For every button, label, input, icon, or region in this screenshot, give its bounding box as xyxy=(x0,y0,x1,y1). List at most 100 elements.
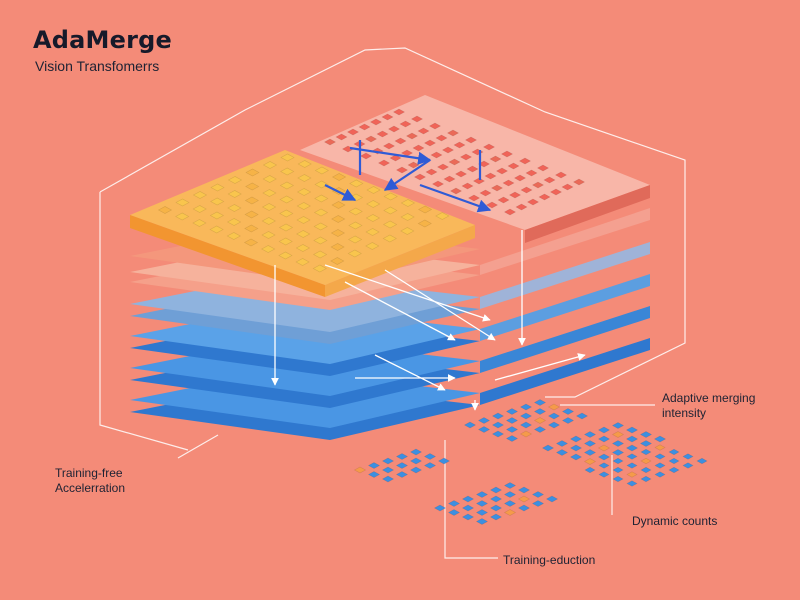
merged-token xyxy=(569,435,583,443)
merged-token xyxy=(533,426,547,433)
merged-token xyxy=(489,513,503,521)
merged-token xyxy=(668,448,680,456)
red-token xyxy=(454,170,468,178)
red-token xyxy=(376,130,389,138)
orange-token xyxy=(297,174,312,182)
merged-token xyxy=(381,457,395,465)
orange-token xyxy=(330,257,345,265)
orange-token xyxy=(312,250,328,259)
merged-token xyxy=(463,421,477,429)
orange-token xyxy=(279,181,295,190)
red-token xyxy=(503,208,517,216)
merged-token xyxy=(626,462,638,469)
orange-token xyxy=(280,167,295,176)
merged-token xyxy=(626,471,638,478)
orange-token xyxy=(278,251,293,260)
orange-token xyxy=(245,168,260,177)
merged-token xyxy=(626,480,638,487)
merged-token xyxy=(541,444,555,452)
merged-token xyxy=(639,431,653,438)
orange-token xyxy=(261,231,276,239)
merged-token xyxy=(654,471,666,478)
blue-arrow-4 xyxy=(324,184,357,201)
red-token xyxy=(459,153,473,161)
orange-token xyxy=(296,202,311,210)
orange-token xyxy=(244,210,259,219)
merged-token xyxy=(409,466,423,474)
merged-token xyxy=(597,444,611,452)
merged-token xyxy=(505,426,519,433)
orange-token xyxy=(366,186,381,194)
orange-token xyxy=(383,192,398,201)
red-token xyxy=(431,180,445,188)
merged-token xyxy=(583,440,597,447)
red-token xyxy=(507,162,520,170)
red-token xyxy=(508,191,522,199)
merged-token xyxy=(611,449,625,456)
red-token xyxy=(490,184,504,192)
white-arrow-diag-3 xyxy=(344,281,456,341)
merged-token xyxy=(353,466,367,474)
merged-token xyxy=(611,431,625,438)
red-token xyxy=(446,129,460,137)
merged-token xyxy=(505,408,519,415)
merge-arrows xyxy=(271,230,586,411)
merged-token xyxy=(533,399,547,406)
merged-token xyxy=(503,509,517,516)
merged-token xyxy=(654,444,666,451)
merged-token xyxy=(381,475,395,483)
merged-token xyxy=(682,453,694,460)
merged-token xyxy=(475,491,489,498)
red-token xyxy=(399,120,412,128)
orange-token xyxy=(175,212,190,221)
orange-token xyxy=(295,258,310,266)
orange-token xyxy=(365,214,381,222)
merged-token xyxy=(625,435,639,443)
merged-token xyxy=(491,412,505,420)
merged-token xyxy=(409,457,423,465)
orange-token xyxy=(226,232,241,240)
orange-token xyxy=(279,209,294,218)
orange-token xyxy=(209,225,224,234)
merged-token xyxy=(696,457,708,465)
red-layer-top xyxy=(300,95,650,230)
merged-token xyxy=(626,453,638,460)
merged-token xyxy=(491,421,505,429)
merged-token xyxy=(531,500,545,507)
red-token xyxy=(495,167,509,175)
red-token xyxy=(448,158,461,166)
blue-side-3 xyxy=(480,274,650,341)
page-subtitle: Vision Transfomerrs xyxy=(35,58,160,74)
red-token xyxy=(526,198,540,206)
red-token xyxy=(412,144,425,152)
merged-token xyxy=(367,471,381,478)
orange-token xyxy=(243,238,259,247)
orange-token xyxy=(210,197,225,206)
red-token xyxy=(464,136,478,144)
red-token xyxy=(358,123,371,131)
blue-side-2 xyxy=(480,306,650,373)
merged-token xyxy=(640,475,652,483)
orange-token xyxy=(348,221,363,230)
red-token xyxy=(549,188,563,196)
merged-token xyxy=(409,448,423,456)
orange-token xyxy=(262,161,278,169)
blue-arrow-3 xyxy=(419,183,492,213)
orange-token xyxy=(314,194,329,203)
orange-token xyxy=(210,183,225,192)
orange-token xyxy=(382,220,398,229)
red-token xyxy=(435,134,448,142)
orange-token xyxy=(365,228,380,236)
orange-token xyxy=(296,216,311,224)
merged-token xyxy=(381,466,395,474)
red-token xyxy=(500,150,514,158)
red-token xyxy=(518,157,532,165)
red-token xyxy=(482,143,496,151)
blue-arrow-2 xyxy=(383,159,431,191)
merged-token xyxy=(612,475,624,483)
merged-token xyxy=(461,504,475,512)
red-token-grid xyxy=(323,108,586,216)
orange-token xyxy=(278,223,294,232)
orange-token xyxy=(312,264,327,273)
